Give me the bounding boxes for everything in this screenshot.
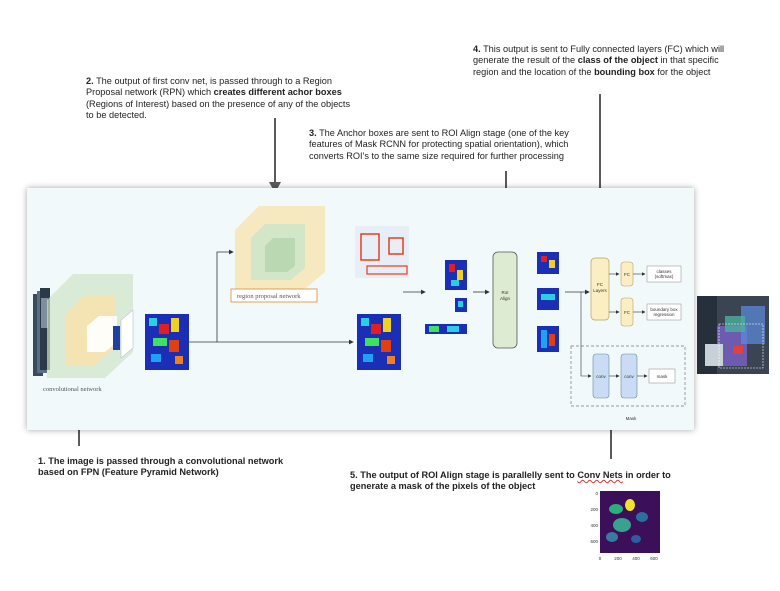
step-2-bold: creates different achor boxes <box>213 87 342 98</box>
step-3-number: 3. <box>309 128 317 138</box>
aligned-crops <box>537 252 559 352</box>
step-5-conv-nets: Conv Nets <box>577 470 623 480</box>
conv-network-block <box>47 274 134 378</box>
proposal-boxes-image <box>355 226 409 278</box>
mask-blob <box>636 512 648 522</box>
step-5-text-b: in order to generate a mask of the pixel… <box>350 470 671 492</box>
step-4-note: 4. This output is sent to Fully connecte… <box>473 44 735 78</box>
mask-plot-xtick: 600 <box>650 556 658 561</box>
feature-map-2 <box>357 314 401 370</box>
mask-blob <box>613 518 631 532</box>
step-3-note: 3. The Anchor boxes are sent to ROI Alig… <box>309 128 599 162</box>
step-4-number: 4. <box>473 44 481 54</box>
bbox-label-1: boundary box <box>650 307 678 312</box>
mask-output-label: mask <box>657 374 669 379</box>
architecture-svg: convolutional network <box>33 206 686 421</box>
mask-group <box>570 345 686 407</box>
step-5-text-a: The output of ROI Align stage is paralle… <box>360 470 578 480</box>
step-2-text-a: The output of first conv net, is passed … <box>86 76 333 98</box>
roi-crops <box>425 260 467 334</box>
fc-layers-label-1: FC <box>597 282 604 287</box>
fc-layers-label-2: Layers <box>593 288 607 293</box>
bbox-label-2: regression <box>653 312 675 317</box>
step-4-text-a: This output is sent to Fully connected l… <box>473 44 725 66</box>
feature-map-1 <box>145 314 189 370</box>
mask-blob <box>625 499 635 511</box>
roi-align-label-2: Align <box>500 296 511 301</box>
mask-plot-ytick: 0 <box>595 491 598 496</box>
rpn-label-box <box>230 288 318 303</box>
mask-conv-2-label: conv <box>624 374 634 379</box>
mask-plot-ytick: 400 <box>590 523 598 528</box>
mask-plot: 0 200 400 600 0 200 400 600 <box>588 487 666 565</box>
mask-plot-xtick: 0 <box>599 556 602 561</box>
step-3-text: The Anchor boxes are sent to ROI Align s… <box>309 128 569 161</box>
roi-align-label-1: RoI <box>501 290 508 295</box>
step-4-text-b: in that specific region and the location… <box>473 55 719 77</box>
bbox-output <box>646 303 682 321</box>
step-5-number: 5. <box>350 470 358 480</box>
fc-label-bbox: FC <box>624 310 631 315</box>
classes-label-1: classes <box>656 269 672 274</box>
mask-plot-xtick: 400 <box>632 556 640 561</box>
conv-network-label: convolutional network <box>43 386 102 393</box>
mask-blob <box>609 504 623 514</box>
step-4-text-c: for the object <box>654 66 711 77</box>
mask-rcnn-diagram: convolutional network <box>27 188 694 430</box>
mask-conv-1-label: conv <box>596 374 606 379</box>
mask-blob <box>606 532 618 542</box>
step-1-number: 1. <box>38 456 46 466</box>
rpn-block <box>235 206 325 292</box>
mask-plot-xtick: 200 <box>614 556 622 561</box>
step-4-bold-bbox: bounding box <box>594 66 655 77</box>
rpn-label: region proposal network <box>237 293 301 300</box>
step-1-note: 1. The image is passed through a convolu… <box>38 456 300 479</box>
step-2-note: 2. The output of first conv net, is pass… <box>86 76 354 122</box>
roi-align-block <box>492 251 518 349</box>
mask-plot-ytick: 600 <box>590 539 598 544</box>
classes-output <box>646 265 682 283</box>
step-2-text-b: (Regions of Interest) based on the prese… <box>86 98 351 121</box>
mask-plot-ytick: 200 <box>590 507 598 512</box>
arrow-step-2 <box>269 118 281 193</box>
classes-label-2: (softmax) <box>655 274 674 279</box>
mask-output <box>648 368 676 384</box>
output-photo <box>697 296 769 374</box>
step-1-text: The image is passed through a convolutio… <box>38 456 284 478</box>
mask-blob <box>631 535 641 543</box>
step-2-number: 2. <box>86 76 94 86</box>
mask-group-label: Mask <box>626 416 638 421</box>
input-image <box>33 288 50 376</box>
step-4-bold-class: class of the object <box>577 55 658 66</box>
fc-layers-block <box>590 257 610 321</box>
fc-label-classes: FC <box>624 272 631 277</box>
step-5-note: 5. The output of ROI Align stage is para… <box>350 470 695 493</box>
